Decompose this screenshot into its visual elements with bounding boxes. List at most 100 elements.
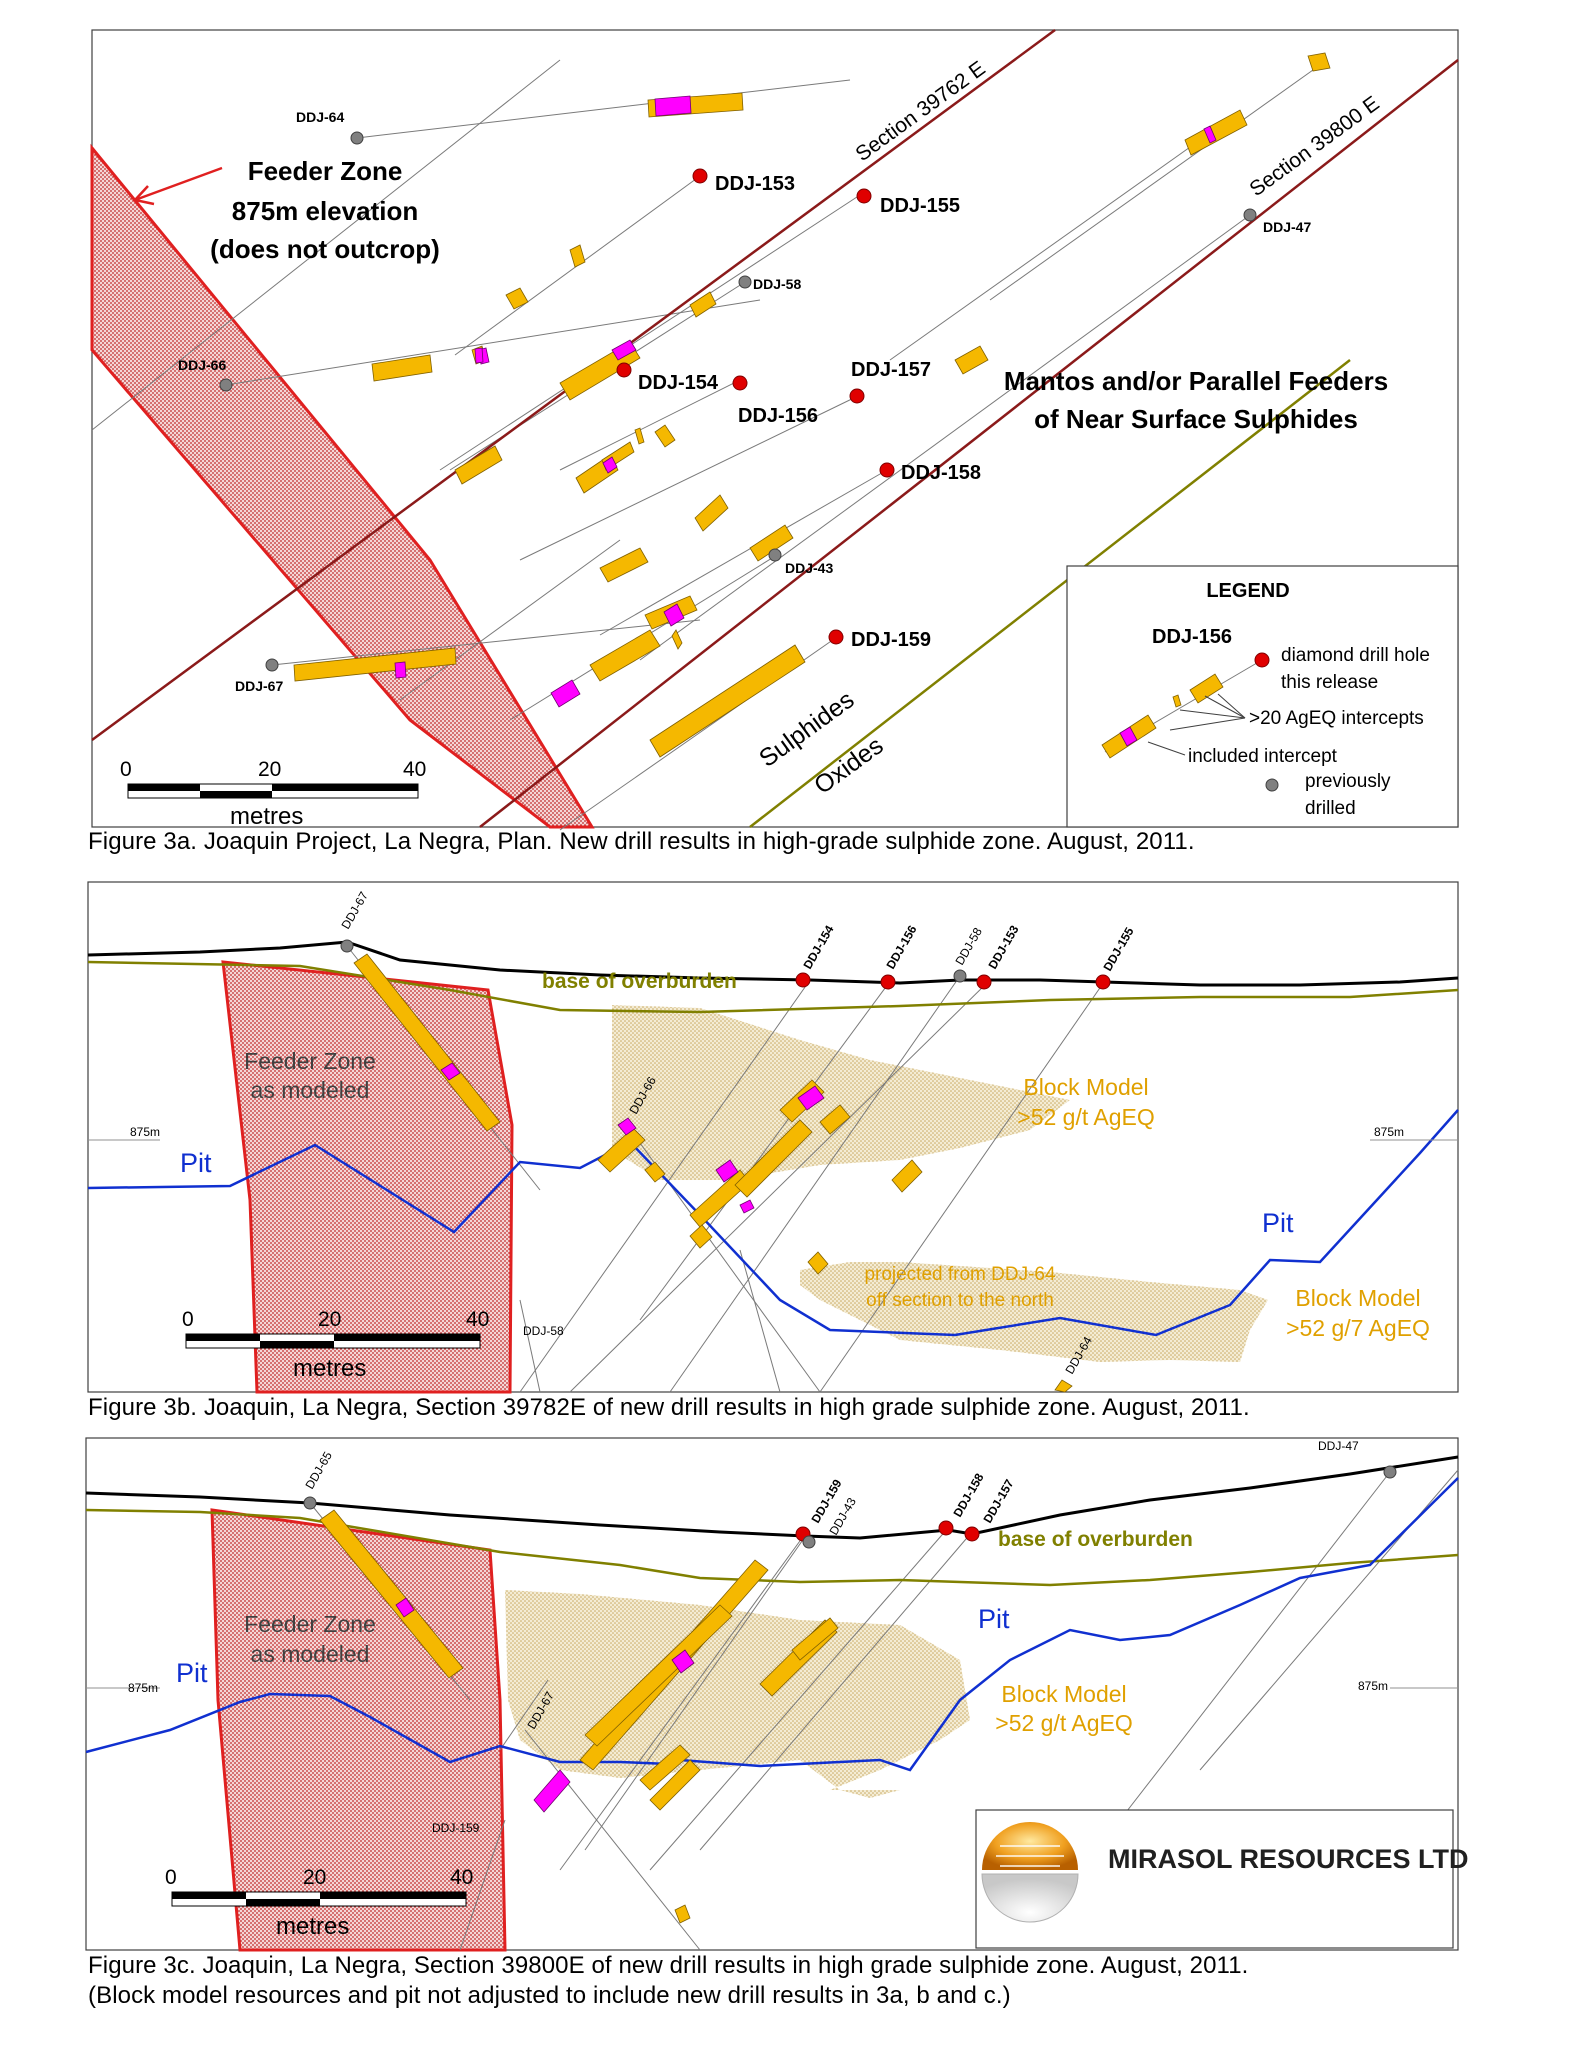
block-label-b2-1: Block Model: [1295, 1285, 1420, 1311]
logo-reflection-icon: [981, 1873, 1079, 1923]
svg-text:metres: metres: [293, 1355, 366, 1382]
hole-ddj-155: [856, 188, 872, 204]
svg-text:875m elevation: 875m elevation: [232, 196, 418, 226]
svg-text:previously: previously: [1305, 771, 1391, 792]
section-c-intercepts: [319, 1509, 839, 1924]
svg-text:40: 40: [450, 1866, 473, 1889]
pit-label-c-right: Pit: [978, 1604, 1010, 1634]
block-label-b2-2: >52 g/7 AgEQ: [1286, 1315, 1430, 1341]
caption-3a: Figure 3a. Joaquin Project, La Negra, Pl…: [88, 828, 1195, 855]
caption-3b: Figure 3b. Joaquin, La Negra, Section 39…: [88, 1394, 1250, 1421]
base-label-b: base of overburden: [542, 970, 737, 993]
block-model-b2: [800, 1262, 1268, 1362]
svg-text:Mantos and/or Parallel Feeders: Mantos and/or Parallel Feeders: [1004, 366, 1388, 396]
plan-scale-bar: 0 20 40 metres: [120, 758, 426, 830]
collar-c-ddj-157: [964, 1526, 980, 1542]
feeder-label-c-1: Feeder Zone: [244, 1611, 376, 1637]
feeder-label-b-2: as modeled: [251, 1077, 370, 1103]
mantos-label: Mantos and/or Parallel Feeders of Near S…: [1004, 366, 1388, 434]
label-ddj-67: DDJ-67: [235, 678, 283, 694]
section-39800-line: [479, 59, 1459, 828]
surface-line-c: [85, 1455, 1459, 1540]
base-label-c: base of overburden: [998, 1528, 1193, 1551]
section-b-scale-bar: 0 20 40 metres: [182, 1308, 489, 1382]
logo-text: MIRASOL RESOURCES LTD: [1108, 1844, 1469, 1874]
section-c-included: [395, 1597, 695, 1813]
pit-label-c-left: Pit: [176, 1658, 208, 1688]
pit-line-c: [85, 1477, 1459, 1772]
svg-text:of Near Surface Sulphides: of Near Surface Sulphides: [1034, 404, 1358, 434]
svg-text:0: 0: [182, 1308, 194, 1331]
section-b-included: [440, 1062, 825, 1214]
section-c-collars: [303, 1465, 1397, 1549]
svg-text:this release: this release: [1281, 672, 1378, 693]
hole-ddj-158: [879, 462, 895, 478]
svg-text:40: 40: [466, 1308, 489, 1331]
collar-b-ddj-58: [953, 969, 967, 983]
svg-text:Feeder Zone: Feeder Zone: [248, 156, 403, 186]
block-model-b1: [612, 1005, 1070, 1180]
figure-3b-section: DDJ-67 DDJ-154 DDJ-156 DDJ-58 DDJ-153 DD…: [87, 881, 1459, 1394]
hole-ddj-159: [828, 629, 844, 645]
label-ddj-58: DDJ-58: [753, 276, 801, 292]
svg-text:diamond drill hole: diamond drill hole: [1281, 645, 1430, 666]
plan-legend: LEGEND DDJ-156 diamond drill hole this r…: [1066, 565, 1459, 828]
svg-text:20: 20: [303, 1866, 326, 1889]
feeder-label-b-1: Feeder Zone: [244, 1048, 376, 1074]
label-ddj-64: DDJ-64: [296, 109, 344, 125]
section-b-intercepts: [353, 953, 1073, 1393]
caption-3c-line1: Figure 3c. Joaquin, La Negra, Section 39…: [88, 1952, 1249, 1979]
svg-text:20: 20: [318, 1308, 341, 1331]
hole-ddj-64: [350, 131, 364, 145]
svg-text:metres: metres: [230, 803, 303, 830]
projected-label-2: off section to the north: [866, 1290, 1054, 1311]
label-ddj-155: DDJ-155: [880, 195, 960, 217]
figure-3c-section: DDJ-65 DDJ-159 DDJ-43 DDJ-158 DDJ-157 DD…: [85, 1437, 1469, 1952]
legend-box: [1066, 565, 1459, 828]
hole-ddj-58: [738, 275, 752, 289]
figure-3a-plan: DDJ-64 DDJ-153 DDJ-155 DDJ-58 DDJ-66 DDJ…: [90, 28, 1459, 831]
oxide-sulphide-boundary: [749, 359, 1351, 828]
legend-sample-hole: DDJ-156: [1152, 626, 1232, 648]
svg-text:40: 40: [403, 758, 426, 781]
pit-line-b: [87, 1109, 1459, 1337]
feeder-zone-band: [90, 143, 595, 829]
svg-text:0: 0: [165, 1866, 177, 1889]
collar-c-ddj-158: [938, 1520, 954, 1536]
collar-b-ddj-156: [880, 974, 896, 990]
section-b-collars: [340, 939, 1111, 990]
svg-text:included intercept: included intercept: [1188, 746, 1338, 767]
plan-hole-labels: DDJ-64 DDJ-153 DDJ-155 DDJ-58 DDJ-66 DDJ…: [178, 109, 1311, 694]
section-c-scale-bar: 0 20 40 metres: [165, 1866, 473, 1940]
svg-text:DDJ-58: DDJ-58: [523, 1324, 564, 1338]
hole-ddj-157: [849, 388, 865, 404]
label-ddj-153: DDJ-153: [715, 173, 795, 195]
feeder-label-c-2: as modeled: [251, 1641, 370, 1667]
pit-label-b-right: Pit: [1262, 1208, 1294, 1238]
elev-b-right: 875m: [1374, 1125, 1404, 1139]
elev-c-left: 875m: [128, 1681, 158, 1695]
label-ddj-156: DDJ-156: [738, 405, 818, 427]
label-ddj-47: DDJ-47: [1263, 219, 1311, 235]
collar-c-ddj-47: [1383, 1465, 1397, 1479]
collar-c-ddj-43: [802, 1535, 816, 1549]
plan-included-intercepts: [394, 95, 1217, 708]
hole-ddj-153: [692, 168, 708, 184]
caption-3c-line2: (Block model resources and pit not adjus…: [88, 1982, 1011, 2009]
plan-feeder-label: Feeder Zone 875m elevation (does not out…: [132, 156, 440, 264]
label-ddj-157: DDJ-157: [851, 359, 931, 381]
collar-b-ddj-154: [795, 972, 811, 988]
collar-c-ddj-65: [303, 1496, 317, 1510]
label-ddj-43: DDJ-43: [785, 560, 833, 576]
elev-c-right: 875m: [1358, 1679, 1388, 1693]
svg-text:DDJ-47: DDJ-47: [1318, 1439, 1359, 1453]
block-label-c-1: Block Model: [1001, 1681, 1126, 1707]
label-ddj-158: DDJ-158: [901, 462, 981, 484]
feeder-arrow: [134, 166, 223, 202]
label-ddj-159: DDJ-159: [851, 629, 931, 651]
hole-ddj-66: [219, 378, 233, 392]
projected-label-1: projected from DDJ-64: [864, 1264, 1056, 1285]
hole-ddj-156: [732, 375, 748, 391]
block-label-c-2: >52 g/t AgEQ: [995, 1710, 1132, 1736]
